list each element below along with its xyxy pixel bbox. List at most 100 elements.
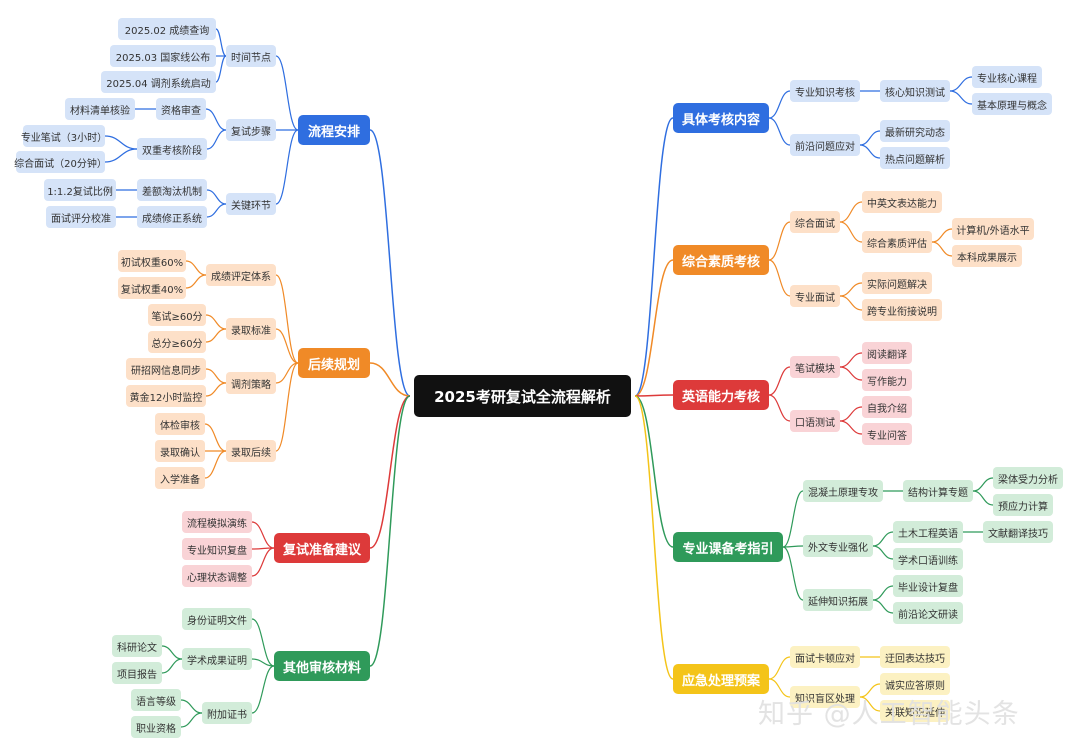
- node-id-doc: 身份证明文件: [182, 608, 252, 630]
- node-extra: 附加证书: [202, 702, 252, 724]
- edge-node-after: [275, 362, 299, 452]
- node-key: 关键环节: [226, 193, 276, 215]
- branch-materials: 其他审核材料: [274, 651, 370, 681]
- leaf-physical: 体检审核: [155, 413, 205, 435]
- edge-leaf-weight-60: [185, 260, 207, 276]
- node-eval: 综合素质评估: [862, 231, 932, 253]
- edge-leaf-undergrad: [931, 241, 953, 257]
- edge-node-extend: [782, 546, 804, 601]
- edge-leaf-expression: [839, 201, 863, 223]
- leaf-paper: 科研论文: [112, 635, 162, 657]
- edge-leaf-writing: [839, 366, 863, 381]
- leaf-weight-60: 初试权重60%: [118, 250, 186, 272]
- leaf-enroll: 入学准备: [155, 467, 205, 489]
- leaf-beam: 梁体受力分析: [993, 467, 1063, 489]
- edge-leaf-monitor: [205, 382, 227, 397]
- node-concrete: 混凝土原理专攻: [803, 480, 883, 502]
- node-correct: 成绩修正系统: [137, 206, 207, 228]
- edge-leaf-associate: [859, 696, 881, 712]
- edge-node-concrete: [782, 490, 804, 548]
- edge-leaf-mindset: [251, 547, 275, 577]
- edge-node-oral-test: [768, 394, 791, 422]
- edge-leaf-frontier-paper: [872, 599, 894, 614]
- node-pro-interview: 专业面试: [790, 285, 840, 307]
- leaf-material-check: 材料清单核验: [65, 98, 135, 120]
- edge-leaf-cross: [839, 295, 863, 311]
- edge-node-adjust: [275, 362, 299, 384]
- node-calc: 结构计算专题: [903, 480, 973, 502]
- leaf-hotspot: 热点问题解析: [880, 147, 950, 169]
- node-oral-test: 口语测试: [790, 410, 840, 432]
- edge-leaf-profession: [180, 712, 203, 728]
- edge-branch-advice: [369, 395, 411, 549]
- edge-node-stuck: [768, 656, 791, 680]
- node-elim: 差额淘汰机制: [137, 179, 207, 201]
- leaf-confirm: 录取确认: [155, 440, 205, 462]
- leaf-interview-20m: 综合面试（20分钟）: [14, 151, 107, 173]
- edge-node-pro-interview: [768, 259, 791, 297]
- edge-leaf-hotspot: [859, 144, 881, 159]
- branch-process: 流程安排: [298, 115, 370, 145]
- leaf-pro-qa: 专业问答: [862, 423, 912, 445]
- edge-leaf-project: [161, 658, 183, 674]
- edge-leaf-total-60: [205, 328, 227, 343]
- edge-node-knowledge: [768, 90, 791, 119]
- edge-node-academic: [251, 658, 275, 667]
- node-frontier: 前沿问题应对: [790, 134, 860, 156]
- leaf-2025-02: 2025.02 成绩查询: [118, 18, 216, 40]
- edge-leaf-sync: [205, 368, 227, 384]
- edge-leaf-written-60: [205, 314, 227, 330]
- leaf-sync: 研招网信息同步: [126, 358, 206, 380]
- leaf-prestress: 预应力计算: [993, 494, 1053, 516]
- edge-node-elim: [206, 189, 227, 205]
- node-written-module: 笔试模块: [790, 356, 840, 378]
- edge-leaf-paper: [161, 645, 183, 660]
- node-foreign: 外文专业强化: [803, 535, 873, 557]
- edge-leaf-beam: [972, 477, 994, 492]
- leaf-ratio: 1:1.2复试比例: [44, 179, 116, 201]
- node-academic: 学术成果证明: [182, 648, 252, 670]
- node-qualify: 资格审查: [156, 98, 206, 120]
- leaf-practical: 实际问题解决: [862, 272, 932, 294]
- edge-node-correct: [206, 203, 227, 218]
- leaf-writing: 写作能力: [862, 369, 912, 391]
- leaf-written-60: 笔试≥60分: [148, 304, 206, 326]
- leaf-profession: 职业资格: [131, 716, 181, 738]
- leaf-core-course: 专业核心课程: [972, 66, 1042, 88]
- leaf-principles: 基本原理与概念: [972, 93, 1052, 115]
- edge-leaf-graduation: [872, 585, 894, 601]
- edge-node-frontier: [768, 117, 791, 146]
- edge-leaf-simulate: [251, 521, 275, 549]
- leaf-review: 专业知识复盘: [182, 538, 252, 560]
- edge-leaf-honest: [859, 683, 881, 698]
- edge-node-score-system: [275, 274, 299, 364]
- node-after: 录取后续: [226, 440, 276, 462]
- edge-node-blind: [768, 678, 791, 698]
- leaf-2025-04: 2025.04 调剂系统启动: [101, 71, 216, 93]
- edge-leaf-practical: [839, 282, 863, 297]
- edge-node-foreign: [782, 545, 804, 548]
- edge-node-admit: [275, 328, 299, 364]
- leaf-latest: 最新研究动态: [880, 120, 950, 142]
- edge-node-civil-english: [872, 531, 894, 547]
- node-extend: 延伸知识拓展: [803, 589, 873, 611]
- edge-leaf-latest: [859, 130, 881, 146]
- leaf-academic-oral: 学术口语训练: [893, 548, 963, 570]
- edge-leaf-self-intro: [839, 406, 863, 422]
- branch-english: 英语能力考核: [673, 380, 769, 410]
- leaf-project: 项目报告: [112, 662, 162, 684]
- edge-leaf-2025-02: [215, 28, 227, 57]
- branch-content: 具体考核内容: [673, 103, 769, 133]
- node-knowledge: 专业知识考核: [790, 80, 860, 102]
- leaf-simulate: 流程模拟演练: [182, 511, 252, 533]
- edge-node-written-module: [768, 366, 791, 396]
- edge-leaf-core-course: [949, 76, 973, 92]
- edge-node-interview: [768, 221, 791, 261]
- leaf-undergrad: 本科成果展示: [952, 245, 1022, 267]
- edge-leaf-academic-oral: [872, 545, 894, 560]
- leaf-graduation: 毕业设计复盘: [893, 575, 963, 597]
- edge-branch-materials: [369, 395, 411, 667]
- leaf-translation: 文献翻译技巧: [983, 521, 1053, 543]
